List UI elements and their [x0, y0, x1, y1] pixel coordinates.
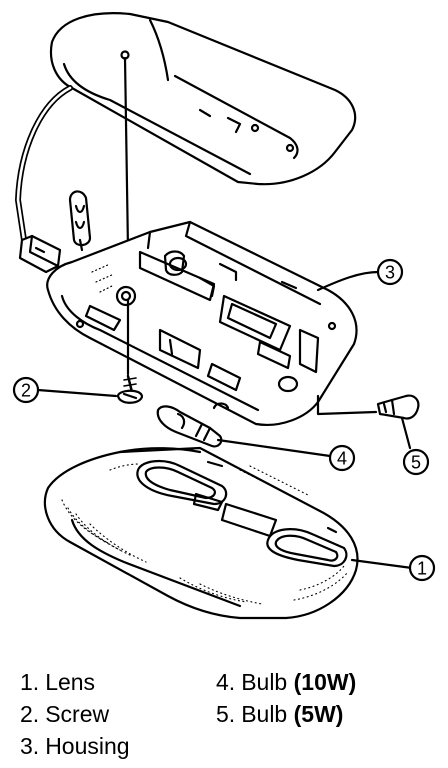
- legend-number: 3.: [20, 733, 40, 759]
- legend-item-screw: 2.Screw: [20, 700, 109, 728]
- callout-4-number: 4: [337, 449, 347, 469]
- leader-line-3: [316, 270, 380, 292]
- leader-line-5: [400, 416, 412, 450]
- exploded-diagram: 1 2 3 4 5: [12, 12, 436, 620]
- callout-3-number: 3: [385, 263, 395, 283]
- assembly-leader-line: [123, 56, 130, 252]
- callout-1: [408, 554, 436, 582]
- callout-5-number: 5: [411, 453, 421, 473]
- bulb-5w-leader-line: [316, 394, 378, 416]
- callout-2: [12, 376, 40, 404]
- leader-line-4: [216, 438, 332, 458]
- legend-item-bulb-5w: 5.Bulb (5W): [216, 700, 343, 728]
- legend-number: 4.: [216, 669, 236, 695]
- legend-label: Screw: [45, 701, 110, 727]
- leader-line-1: [350, 558, 414, 570]
- legend-label: Bulb: [241, 669, 288, 695]
- wire-harness: [15, 85, 73, 274]
- bulb-5w: [376, 394, 420, 420]
- legend-spec: (5W): [293, 701, 344, 727]
- housing: [46, 220, 358, 426]
- callout-4: [328, 444, 356, 472]
- leader-line-2: [36, 388, 118, 398]
- callout-2-number: 2: [21, 381, 31, 401]
- callout-5: [402, 448, 430, 476]
- legend-label: Housing: [45, 733, 130, 759]
- legend-label: Bulb: [241, 701, 288, 727]
- legend-item-lens: 1.Lens: [20, 668, 95, 696]
- callout-1-number: 1: [417, 559, 427, 579]
- bulb-10w: [156, 405, 223, 448]
- legend-number: 2.: [20, 701, 40, 727]
- parts-legend: 1.Lens 2.Screw 3.Housing 4.Bulb (10W) 5.…: [0, 660, 448, 768]
- legend-number: 5.: [216, 701, 236, 727]
- legend-spec: (10W): [293, 669, 357, 695]
- roof-panel: [49, 12, 357, 186]
- legend-number: 1.: [20, 669, 40, 695]
- screw: [116, 374, 144, 404]
- loose-bulb: [68, 190, 92, 252]
- lens: [43, 446, 359, 620]
- legend-label: Lens: [45, 669, 96, 695]
- legend-item-bulb-10w: 4.Bulb (10W): [216, 668, 356, 696]
- callout-3: [376, 258, 404, 286]
- legend-item-housing: 3.Housing: [20, 732, 130, 760]
